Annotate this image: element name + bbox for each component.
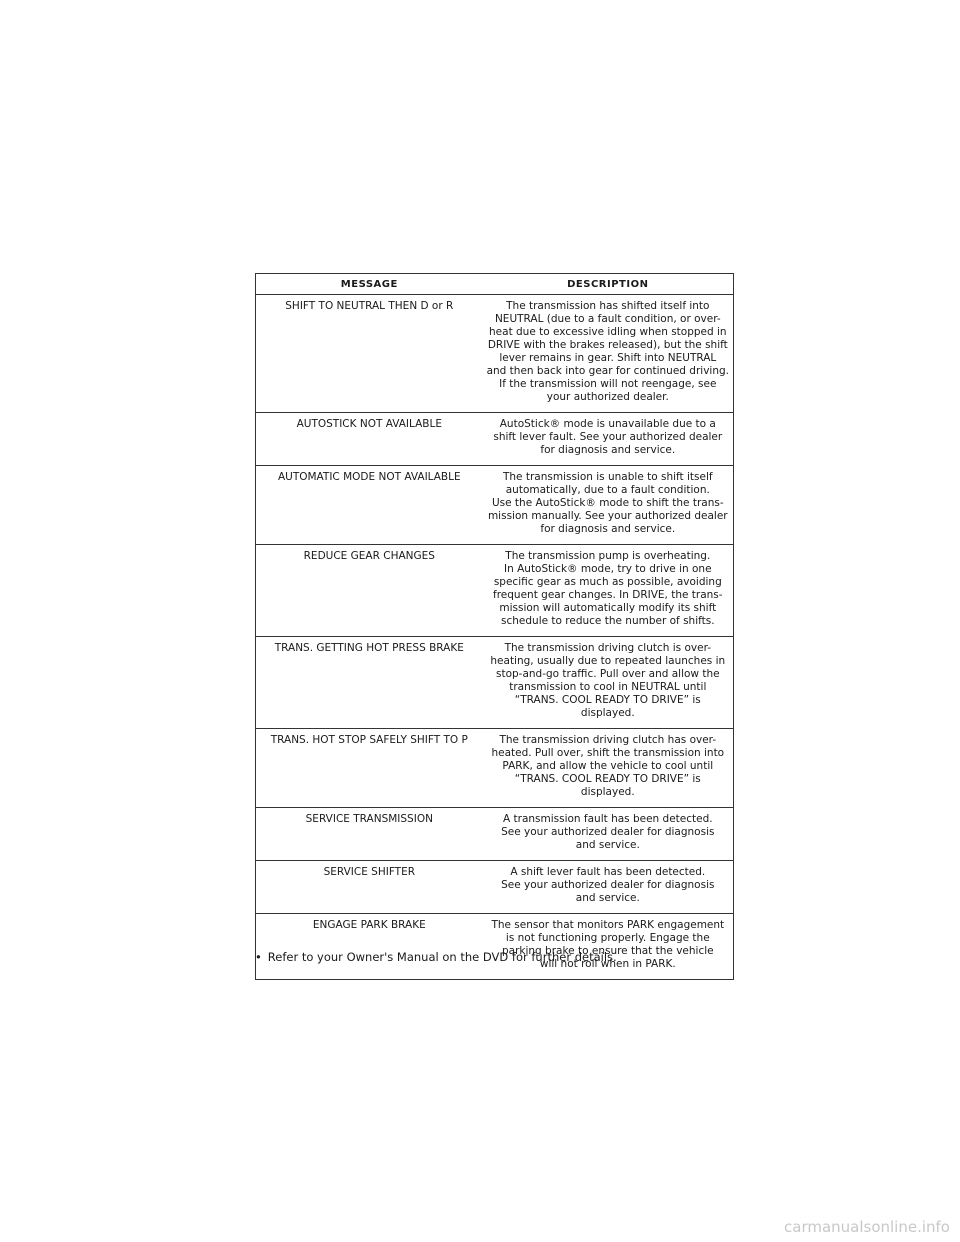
description-line: “TRANS. COOL READY TO DRIVE” is <box>514 694 701 706</box>
description-line: lever remains in gear. Shift into NEUTRA… <box>499 352 717 364</box>
description-cell: The transmission is unable to shift itse… <box>482 465 734 545</box>
description-line: A transmission fault has been detected. <box>502 813 713 825</box>
description-line: NEUTRAL (due to a fault condition, or ov… <box>494 313 721 325</box>
description-line: The sensor that monitors PARK engagement <box>491 919 725 931</box>
description-line: If the transmission will not reengage, s… <box>499 378 717 390</box>
description-line: frequent gear changes. In DRIVE, the tra… <box>493 589 723 601</box>
description-line: will not roll when in PARK. <box>539 958 676 970</box>
description-line: is not functioning properly. Engage the <box>505 932 710 944</box>
description-cell: The transmission driving clutch has over… <box>482 728 734 808</box>
description-line: transmission to cool in NEUTRAL until <box>509 681 707 693</box>
table-header-row: MESSAGE DESCRIPTION <box>255 273 734 295</box>
description-line: In AutoStick® mode, try to drive in one <box>504 563 712 575</box>
description-cell: The sensor that monitors PARK engagement… <box>483 914 734 980</box>
description-line: The transmission has shifted itself into <box>506 300 710 312</box>
description-line: The transmission pump is overheating. <box>505 550 711 562</box>
description-line: The transmission driving clutch has over… <box>499 734 717 746</box>
description-line: mission will automatically modify its sh… <box>499 602 717 614</box>
description-line: displayed. <box>580 786 635 798</box>
description-line: The transmission driving clutch is over- <box>504 642 712 654</box>
table-row: AUTOMATIC MODE NOT AVAILABLE The transmis… <box>255 465 734 545</box>
message-cell: ENGAGE PARK BRAKE <box>312 919 426 931</box>
message-cell: REDUCE GEAR CHANGES <box>255 544 483 637</box>
message-cell: SERVICE TRANSMISSION <box>255 807 483 861</box>
description-line: specific gear as much as possible, avoid… <box>493 576 722 588</box>
message-cell: TRANS. HOT STOP SAFELY SHIFT TO P <box>255 728 483 808</box>
description-line: PARK, and allow the vehicle to cool unti… <box>502 760 714 772</box>
description-line: for diagnosis and service. <box>540 523 676 535</box>
description-line: heated. Pull over, shift the transmissio… <box>491 747 725 759</box>
description-line: See your authorized dealer for diagnosis <box>501 879 715 891</box>
description-line: automatically, due to a fault condition. <box>505 484 710 496</box>
description-line: displayed. <box>580 707 635 719</box>
description-cell: A shift lever fault has been detected.Se… <box>482 860 734 914</box>
header-message: MESSAGE <box>255 273 483 295</box>
description-line: DRIVE with the brakes released), but the… <box>487 339 728 351</box>
description-line: shift lever fault. See your authorized d… <box>493 431 723 443</box>
message-cell: AUTOSTICK NOT AVAILABLE <box>255 412 483 466</box>
description-line: for diagnosis and service. <box>540 444 676 456</box>
description-cell: A transmission fault has been detected.S… <box>482 807 734 861</box>
description-line: The transmission is unable to shift itse… <box>502 471 713 483</box>
description-cell: The transmission driving clutch is over-… <box>482 636 734 729</box>
bullet: • <box>255 950 262 964</box>
footnote: • Refer to your Owner's Manual on the DVD… <box>255 950 617 964</box>
description-line: schedule to reduce the number of shifts. <box>501 615 715 627</box>
description-cell: The transmission has shifted itself into… <box>482 294 734 413</box>
message-cell: SERVICE SHIFTER <box>255 860 483 914</box>
description-line: your authorized dealer. <box>546 391 669 403</box>
message-cell: AUTOMATIC MODE NOT AVAILABLE <box>255 465 483 545</box>
description-line: Use the AutoStick® mode to shift the tra… <box>491 497 724 509</box>
description-line: mission manually. See your authorized de… <box>487 510 728 522</box>
watermark: carmanualsonline.info <box>784 1218 950 1236</box>
description-line: “TRANS. COOL READY TO DRIVE” is <box>514 773 701 785</box>
message-table: MESSAGE DESCRIPTION SHIFT TO NEUTRAL THE… <box>255 273 734 980</box>
table-row: ENGAGE PARK BRAKE The sensor that monitor… <box>256 914 734 980</box>
description-line: and service. <box>575 839 640 851</box>
description-line: See your authorized dealer for diagnosis <box>501 826 715 838</box>
message-cell: SHIFT TO NEUTRAL THEN D or R <box>255 294 483 413</box>
message-cell: TRANS. GETTING HOT PRESS BRAKE <box>255 636 483 729</box>
description-line: stop-and-go traffic. Pull over and allow… <box>496 668 720 680</box>
description-line: AutoStick® mode is unavailable due to a <box>499 418 716 430</box>
description-line: and service. <box>575 892 640 904</box>
description-cell: The transmission pump is overheating.In … <box>482 544 734 637</box>
table-row: TRANS. HOT STOP SAFELY SHIFT TO P The tra… <box>255 728 734 808</box>
description-line: heat due to excessive idling when stoppe… <box>489 326 727 338</box>
description-line: parking brake to ensure that the vehicle <box>501 945 714 957</box>
description-line: heating, usually due to repeated launche… <box>490 655 726 667</box>
footnote-text: Refer to your Owner's Manual on the DVD … <box>267 950 617 964</box>
description-line: A shift lever fault has been detected. <box>510 866 706 878</box>
header-description: DESCRIPTION <box>482 273 734 295</box>
description-line: and then back into gear for continued dr… <box>486 365 729 377</box>
